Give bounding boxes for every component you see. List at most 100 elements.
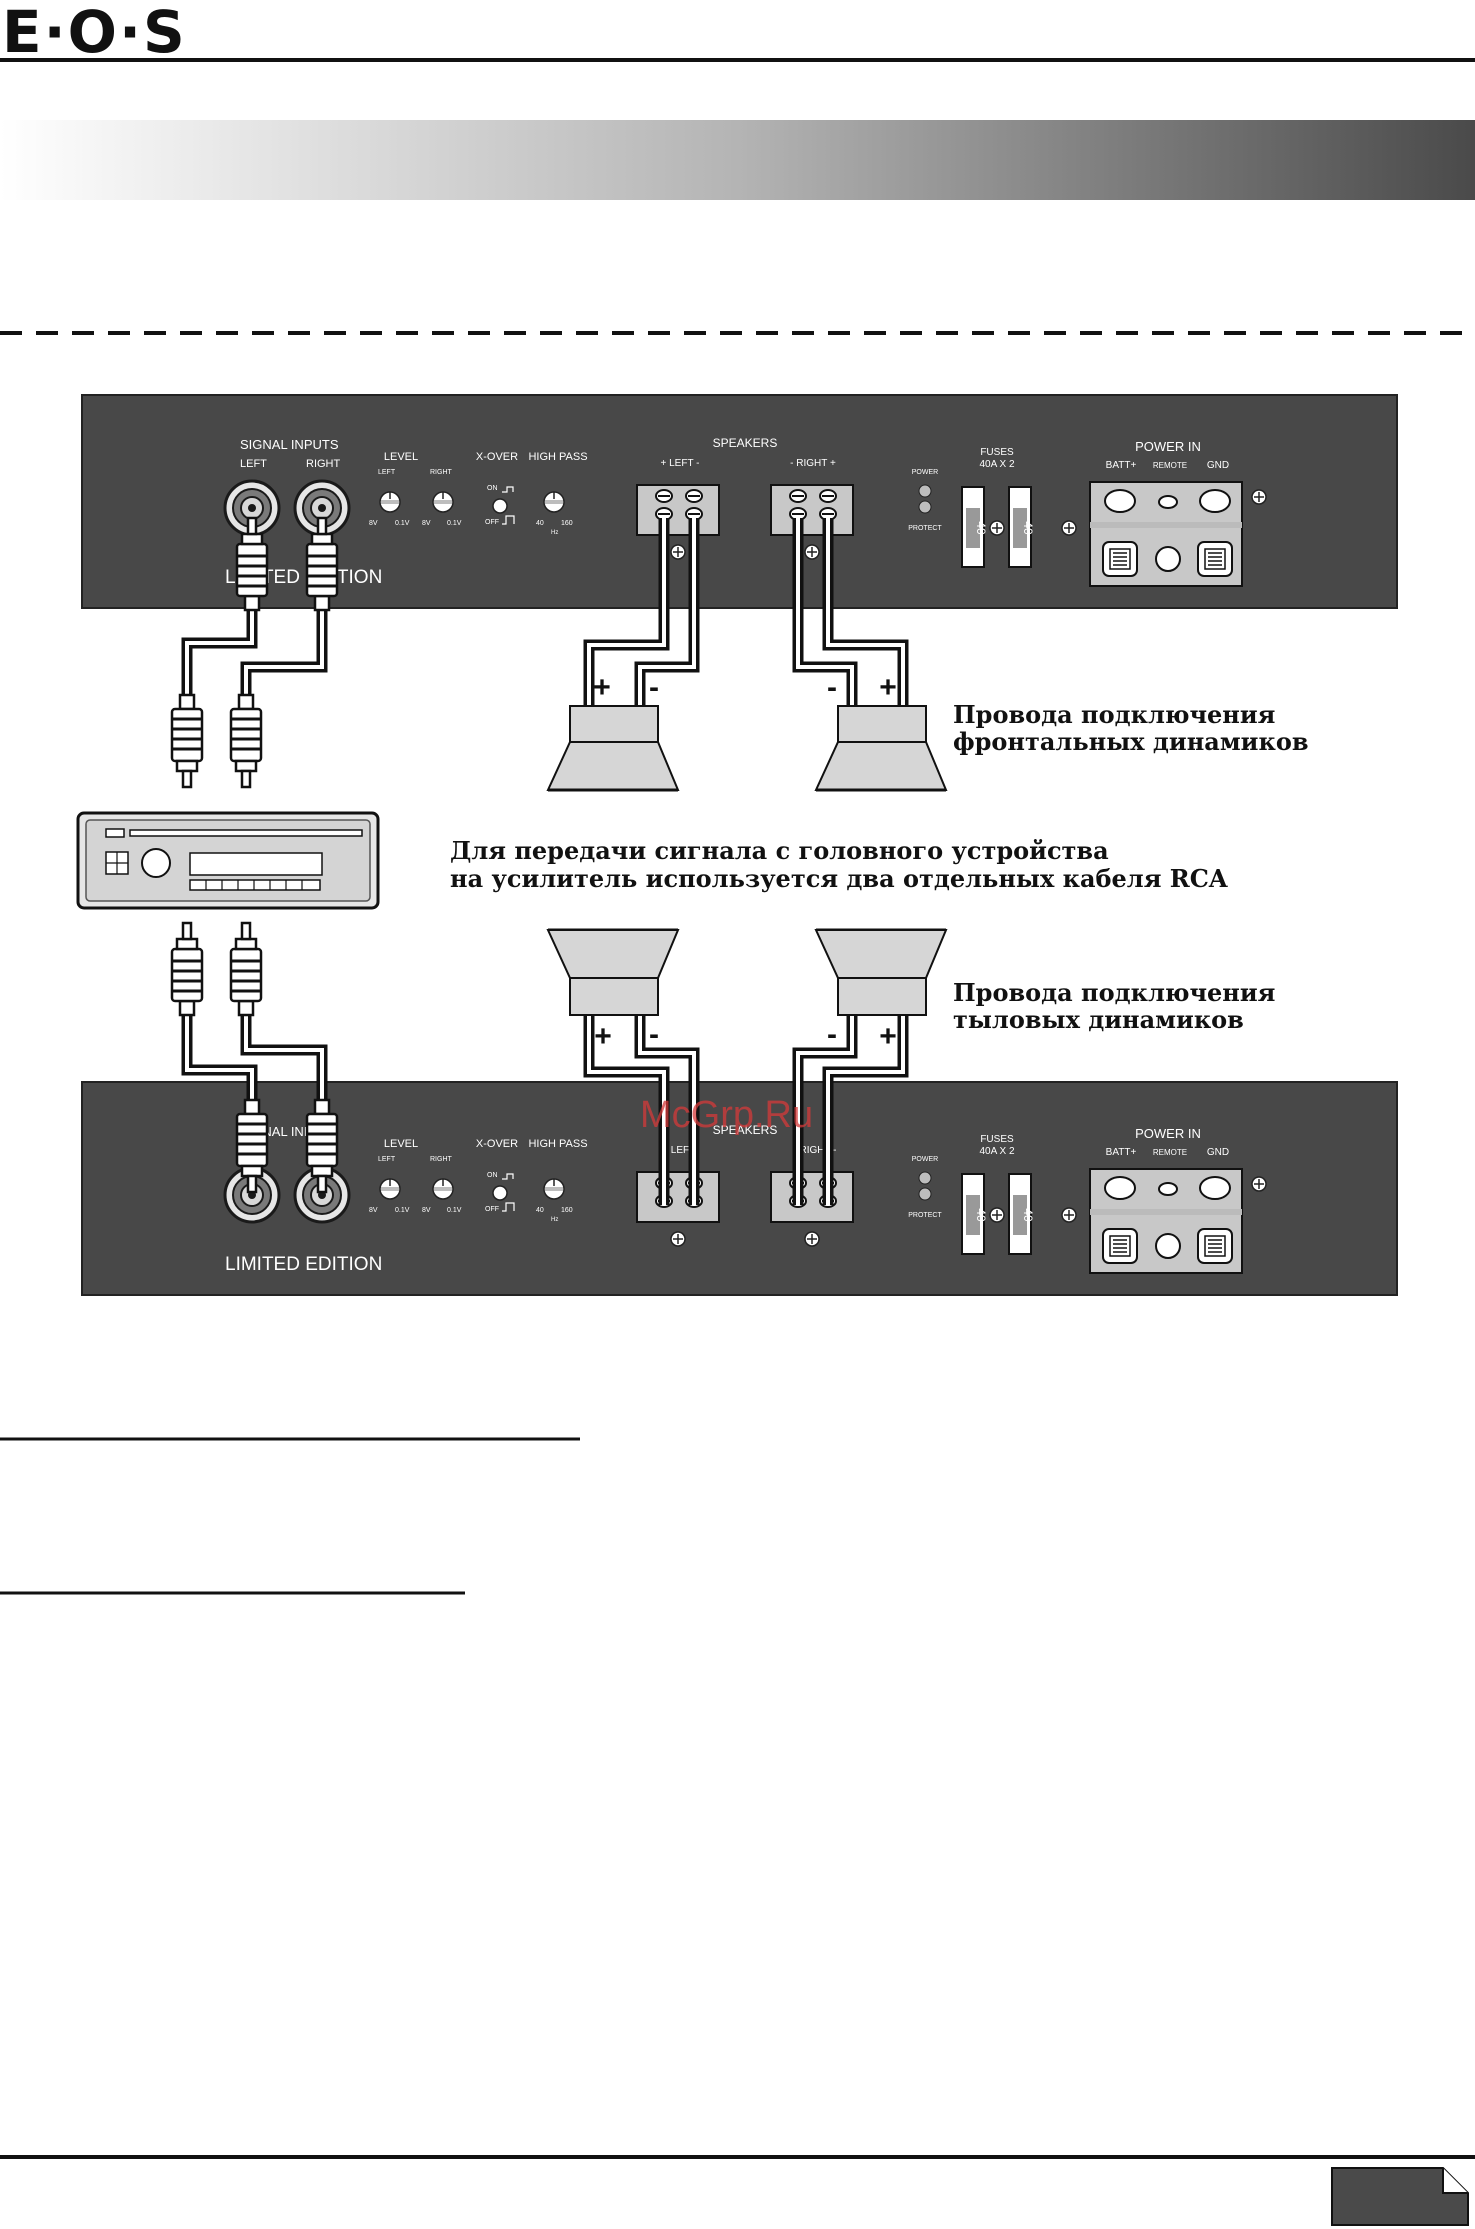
fuses-label: FUSES xyxy=(980,447,1014,458)
fuses-rating-label: 40A X 2 xyxy=(979,459,1014,470)
mount-screw-icon xyxy=(989,520,1005,536)
terminal-screw-icon xyxy=(685,489,703,503)
protect-led xyxy=(918,1187,932,1201)
rca-caption-line2: на усилитель используется два отдельных … xyxy=(450,864,1228,893)
mount-screw-icon xyxy=(1061,1207,1077,1223)
front-caption-line2: фронтальных динамиков xyxy=(953,727,1309,756)
high-pass-unit: Hz xyxy=(551,530,558,536)
level-right-knob[interactable] xyxy=(432,491,454,513)
polarity-plus: + xyxy=(879,671,897,704)
head-unit-display xyxy=(189,852,323,876)
level-label: LEVEL xyxy=(384,451,418,463)
mount-screw-icon xyxy=(989,1207,1005,1223)
fuse-2-value: 40 xyxy=(1021,521,1035,535)
rear-caption-line1: Провода подключения xyxy=(953,978,1275,1007)
polarity-minus: - xyxy=(649,1018,659,1051)
terminal-screw-icon xyxy=(819,489,837,503)
speakers-label: SPEAKERS xyxy=(713,1123,778,1137)
polarity-minus: - xyxy=(827,671,837,704)
fuses-rating-label: 40A X 2 xyxy=(979,1146,1014,1157)
bottom-amplifier: SIGNAL INPUTS LIMITED EDITION LEVEL LEFT… xyxy=(81,1081,1398,1296)
high-pass-max: 160 xyxy=(561,1207,573,1214)
front-right-speaker: - + xyxy=(814,671,948,792)
captions: Провода подключения фронтальных динамико… xyxy=(450,700,1309,1034)
level-left-knob[interactable] xyxy=(379,1178,401,1200)
level-right-label: RIGHT xyxy=(430,469,453,476)
level-right-max: 0.1V xyxy=(447,1207,462,1214)
eject-button[interactable] xyxy=(105,828,125,838)
polarity-plus: + xyxy=(594,1020,612,1053)
speakers-right-label: RIGHT - xyxy=(799,1145,836,1156)
gnd-terminal-icon[interactable] xyxy=(1197,1228,1233,1264)
xover-off-label: OFF xyxy=(485,1206,499,1213)
cd-slot xyxy=(129,829,363,837)
high-pass-min: 40 xyxy=(536,520,544,527)
head-unit xyxy=(76,811,380,910)
off-symbol-icon xyxy=(502,515,515,525)
remote-terminal-top[interactable] xyxy=(1158,495,1178,509)
footer-rule xyxy=(0,2155,1475,2159)
power-led-label: POWER xyxy=(912,469,938,476)
remote-label: REMOTE xyxy=(1153,461,1187,470)
header: E·O·S xyxy=(0,0,1475,335)
preset-buttons[interactable] xyxy=(189,879,321,891)
xover-switch[interactable] xyxy=(492,1185,508,1201)
speakers-left-label: LEFT xyxy=(671,1145,695,1156)
xover-on-label: ON xyxy=(487,1172,498,1179)
batt-label: BATT+ xyxy=(1106,460,1137,471)
level-right-min: 8V xyxy=(422,1207,431,1214)
remote-terminal-icon[interactable] xyxy=(1155,1233,1181,1259)
remote-terminal-top[interactable] xyxy=(1158,1182,1178,1196)
gnd-terminal-top[interactable] xyxy=(1199,1176,1231,1200)
batt-terminal-icon[interactable] xyxy=(1102,1228,1138,1264)
rca-plug xyxy=(170,693,204,789)
level-left-label: LEFT xyxy=(378,469,396,476)
power-led xyxy=(918,484,932,498)
protect-led-label: PROTECT xyxy=(908,1212,942,1219)
remote-terminal-icon[interactable] xyxy=(1155,546,1181,572)
batt-terminal-top[interactable] xyxy=(1104,1176,1136,1200)
gnd-terminal-icon[interactable] xyxy=(1197,541,1233,577)
xover-label: X-OVER xyxy=(476,451,518,463)
power-in-label: POWER IN xyxy=(1135,1126,1201,1141)
on-symbol-icon xyxy=(502,1173,514,1180)
high-pass-knob[interactable] xyxy=(543,491,565,513)
speaker-terminal-left xyxy=(636,1171,720,1223)
terminal-screw-icon xyxy=(789,489,807,503)
power-led xyxy=(918,1171,932,1185)
batt-terminal-icon[interactable] xyxy=(1102,541,1138,577)
speaker-terminal-left xyxy=(636,484,720,536)
polarity-minus: - xyxy=(827,1018,837,1051)
header-gradient-bar xyxy=(0,120,1475,200)
high-pass-knob[interactable] xyxy=(543,1178,565,1200)
level-right-max: 0.1V xyxy=(447,520,462,527)
mount-screw-icon xyxy=(1251,1176,1267,1192)
mount-screw-icon xyxy=(804,1231,820,1247)
level-left-knob[interactable] xyxy=(379,491,401,513)
batt-label: BATT+ xyxy=(1106,1147,1137,1158)
mount-screw-icon xyxy=(670,1231,686,1247)
level-right-knob[interactable] xyxy=(432,1178,454,1200)
eos-logo: E·O·S xyxy=(2,0,187,66)
xover-switch[interactable] xyxy=(492,498,508,514)
level-left-label: LEFT xyxy=(378,1156,396,1163)
batt-terminal-top[interactable] xyxy=(1104,489,1136,513)
power-led-label: POWER xyxy=(912,1156,938,1163)
speaker-wires xyxy=(583,518,909,1205)
mount-screw-icon xyxy=(804,544,820,560)
volume-knob[interactable] xyxy=(141,848,171,878)
speaker-terminal-right xyxy=(770,1171,854,1223)
gnd-label: GND xyxy=(1207,460,1229,471)
level-left-min: 8V xyxy=(369,520,378,527)
level-left-max: 0.1V xyxy=(395,1207,410,1214)
gnd-label: GND xyxy=(1207,1147,1229,1158)
rca-plug xyxy=(229,693,263,789)
mount-screw-icon xyxy=(1061,520,1077,536)
input-right-label: RIGHT xyxy=(306,458,341,470)
page-tab xyxy=(1331,2167,1469,2226)
signal-inputs-label: SIGNAL INPUTS xyxy=(240,437,339,452)
gnd-terminal-top[interactable] xyxy=(1199,489,1231,513)
top-amplifier: SIGNAL INPUTS LEFT RIGHT LIMITED EDITION… xyxy=(81,394,1398,609)
mount-screw-icon xyxy=(670,544,686,560)
